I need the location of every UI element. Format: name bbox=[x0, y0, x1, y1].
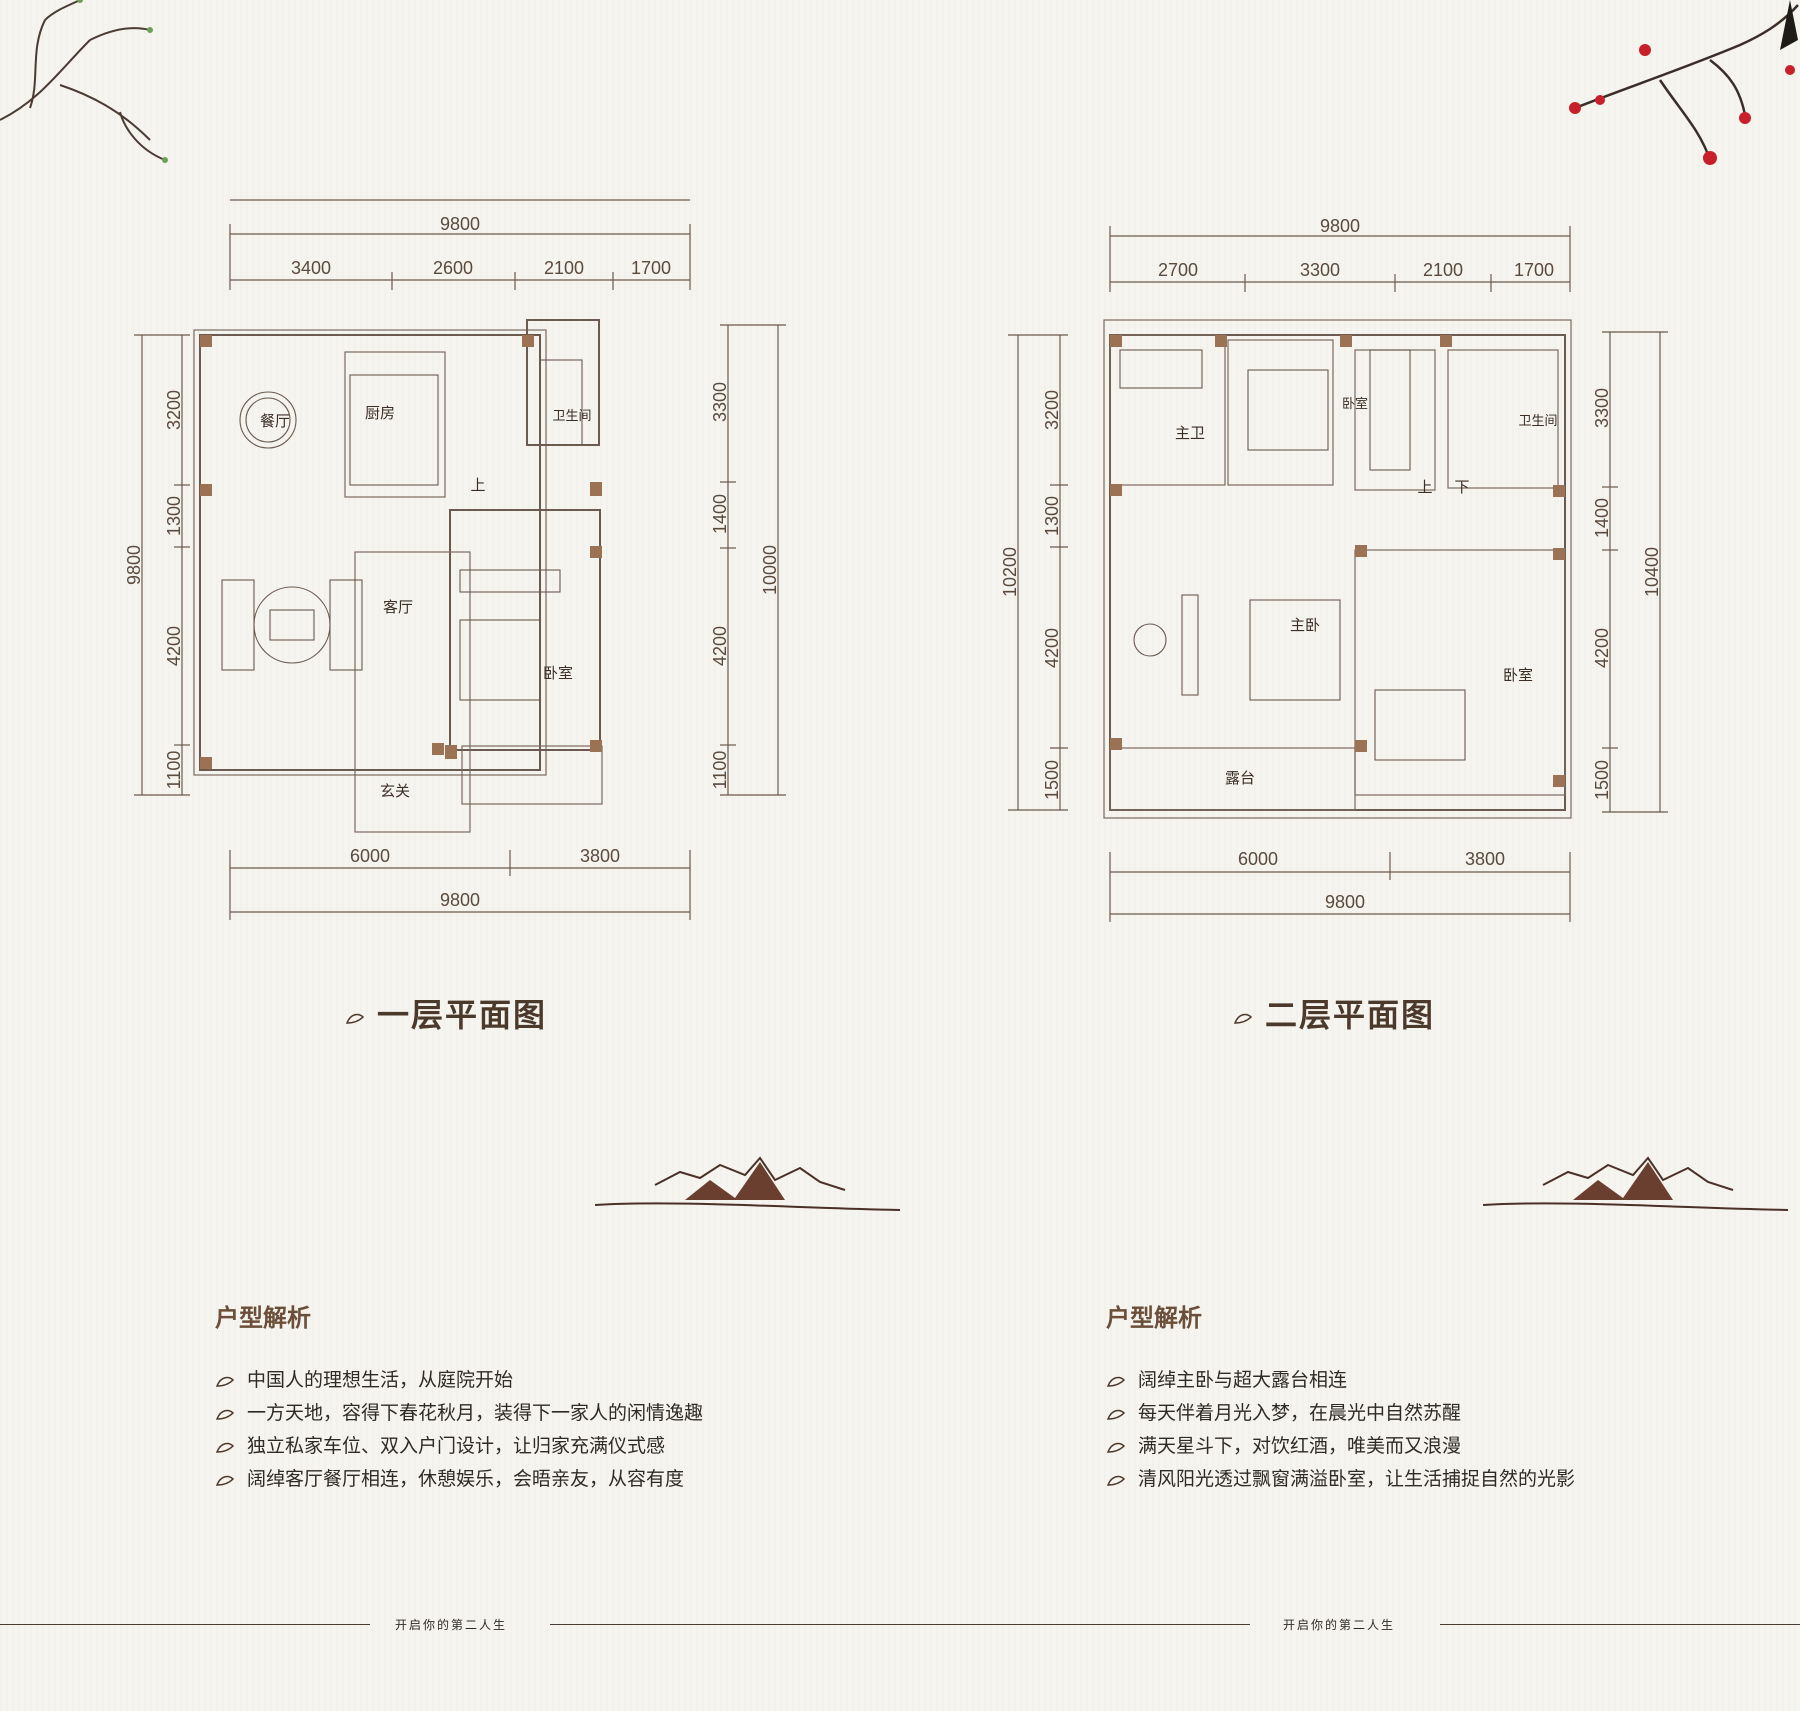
list-item: 中国人的理想生活，从庭院开始 bbox=[215, 1364, 703, 1397]
dim-left-1: 3200 bbox=[1042, 390, 1062, 430]
floor-plan-first: 9800 3400 2600 2100 1700 6000 3800 9800 bbox=[124, 199, 786, 920]
dim-right-4: 1100 bbox=[710, 751, 730, 790]
dim-right-total: 10400 bbox=[1642, 547, 1662, 597]
floor-plan-second: 9800 2700 3300 2100 1700 6000 3800 9800 … bbox=[1000, 216, 1668, 922]
mountain-icon bbox=[595, 1156, 901, 1211]
analysis-heading-2: 户型解析 bbox=[1106, 1303, 1202, 1332]
stairs-up-label: 上 bbox=[1417, 478, 1432, 496]
leaf-bullet-icon bbox=[1106, 1442, 1126, 1453]
analysis-list-2: 阔绰主卧与超大露台相连 每天伴着月光入梦，在晨光中自然苏醒 满天星斗下，对饮红酒… bbox=[1106, 1364, 1575, 1496]
dim-bottom-2: 3800 bbox=[580, 846, 620, 866]
dim-top-3: 2100 bbox=[1423, 260, 1463, 280]
dimension-top-2: 9800 2700 3300 2100 1700 bbox=[1109, 216, 1571, 292]
room-bath-2: 卫生间 bbox=[1518, 414, 1557, 429]
dimension-bottom: 6000 3800 9800 bbox=[229, 846, 691, 920]
list-item: 清风阳光透过飘窗满溢卧室，让生活捕捉自然的光影 bbox=[1106, 1463, 1575, 1496]
plum-blossom-icon bbox=[1569, 0, 1799, 165]
room-terrace: 露台 bbox=[1225, 769, 1255, 787]
dim-top-total: 9800 bbox=[1320, 216, 1360, 236]
floor2-walls bbox=[1103, 319, 1572, 819]
dim-top-2: 2600 bbox=[433, 258, 473, 278]
dim-right-3: 4200 bbox=[1592, 628, 1612, 668]
room-bedroom-2: 卧室 bbox=[1503, 666, 1533, 684]
list-item: 阔绰主卧与超大露台相连 bbox=[1106, 1364, 1575, 1397]
dim-left-1: 3200 bbox=[164, 390, 184, 430]
dimension-right: 3300 1400 4200 1100 10000 bbox=[710, 324, 786, 796]
dim-top-2: 3300 bbox=[1300, 260, 1340, 280]
list-item: 每天伴着月光入梦，在晨光中自然苏醒 bbox=[1106, 1397, 1575, 1430]
dim-right-4: 1500 bbox=[1592, 760, 1612, 800]
analysis-heading-1: 户型解析 bbox=[215, 1303, 311, 1332]
dim-bottom-1: 6000 bbox=[1238, 849, 1278, 869]
plan-title-1: 一层平面图 bbox=[345, 990, 547, 1036]
room-living: 客厅 bbox=[383, 598, 413, 616]
dim-top-3: 2100 bbox=[544, 258, 584, 278]
leaf-bullet-icon bbox=[1233, 1013, 1253, 1024]
stairs-up-label: 上 bbox=[470, 476, 485, 494]
plan-title-2: 二层平面图 bbox=[1233, 990, 1435, 1036]
dim-top-4: 1700 bbox=[631, 258, 671, 278]
dim-left-3: 4200 bbox=[1042, 628, 1062, 668]
dim-left-total: 9800 bbox=[124, 545, 144, 585]
dim-top-1: 3400 bbox=[291, 258, 331, 278]
leaf-bullet-icon bbox=[215, 1475, 235, 1486]
room-bath: 卫生间 bbox=[552, 409, 591, 424]
dim-right-1: 3300 bbox=[710, 382, 730, 422]
stairs-down-label: 下 bbox=[1454, 478, 1469, 496]
dim-bottom-total: 9800 bbox=[1325, 892, 1365, 912]
room-kitchen: 厨房 bbox=[365, 404, 395, 422]
dim-top-4: 1700 bbox=[1514, 260, 1554, 280]
dimension-bottom-2: 6000 3800 9800 bbox=[1109, 849, 1571, 922]
room-entry: 玄关 bbox=[380, 782, 410, 800]
floor1-walls bbox=[193, 319, 603, 833]
floor2-furniture bbox=[1119, 349, 1466, 761]
list-item: 独立私家车位、双入户门设计，让归家充满仪式感 bbox=[215, 1430, 703, 1463]
dim-bottom-2: 3800 bbox=[1465, 849, 1505, 869]
footer-divider bbox=[0, 1624, 370, 1625]
list-item: 阔绰客厅餐厅相连，休憩娱乐，会晤亲友，从容有度 bbox=[215, 1463, 703, 1496]
room-master-bath: 主卫 bbox=[1175, 424, 1205, 442]
leaf-bullet-icon bbox=[215, 1442, 235, 1453]
dimension-left-2: 10200 3200 1300 4200 1500 bbox=[1000, 334, 1068, 811]
leaf-bullet-icon bbox=[215, 1409, 235, 1420]
dimension-right-2: 3300 1400 4200 1500 10400 bbox=[1592, 331, 1668, 813]
floor1-furniture bbox=[221, 359, 583, 701]
dim-left-4: 1100 bbox=[164, 751, 184, 790]
footer-slogan-2: 开启你的第二人生 bbox=[1283, 1618, 1396, 1632]
analysis-list-1: 中国人的理想生活，从庭院开始 一方天地，容得下春花秋月，装得下一家人的闲情逸趣 … bbox=[215, 1364, 703, 1496]
dim-right-3: 4200 bbox=[710, 626, 730, 666]
leaf-bullet-icon bbox=[215, 1376, 235, 1387]
dim-bottom-total: 9800 bbox=[440, 890, 480, 910]
leaf-bullet-icon bbox=[1106, 1475, 1126, 1486]
dim-right-2: 1400 bbox=[710, 494, 730, 534]
dim-left-total: 10200 bbox=[1000, 547, 1020, 597]
dimension-top: 9800 3400 2600 2100 1700 bbox=[229, 199, 691, 290]
dim-right-total: 10000 bbox=[760, 545, 780, 595]
list-item: 满天星斗下，对饮红酒，唯美而又浪漫 bbox=[1106, 1430, 1575, 1463]
dim-left-4: 1500 bbox=[1042, 760, 1062, 800]
leaf-bullet-icon bbox=[345, 1013, 365, 1024]
dim-left-3: 4200 bbox=[164, 626, 184, 666]
dim-left-2: 1300 bbox=[1042, 496, 1062, 536]
leaf-bullet-icon bbox=[1106, 1409, 1126, 1420]
dim-right-2: 1400 bbox=[1592, 498, 1612, 538]
dim-right-1: 3300 bbox=[1592, 388, 1612, 428]
list-item: 一方天地，容得下春花秋月，装得下一家人的闲情逸趣 bbox=[215, 1397, 703, 1430]
room-master-bedroom: 主卧 bbox=[1290, 616, 1320, 634]
room-bedroom: 卧室 bbox=[543, 664, 573, 682]
footer-divider bbox=[550, 1624, 1250, 1625]
mountain-icon bbox=[1483, 1156, 1789, 1211]
room-dining: 餐厅 bbox=[260, 412, 290, 430]
footer-divider bbox=[1440, 1624, 1800, 1625]
branch-left-icon bbox=[0, 0, 168, 163]
dim-top-1: 2700 bbox=[1158, 260, 1198, 280]
dimension-left: 9800 3200 1300 4200 1100 bbox=[124, 334, 190, 796]
dim-left-2: 1300 bbox=[164, 496, 184, 536]
leaf-bullet-icon bbox=[1106, 1376, 1126, 1387]
room-bedroom-top: 卧室 bbox=[1342, 396, 1368, 412]
footer-slogan-1: 开启你的第二人生 bbox=[395, 1618, 508, 1632]
dim-top-total: 9800 bbox=[440, 214, 480, 234]
dim-bottom-1: 6000 bbox=[350, 846, 390, 866]
